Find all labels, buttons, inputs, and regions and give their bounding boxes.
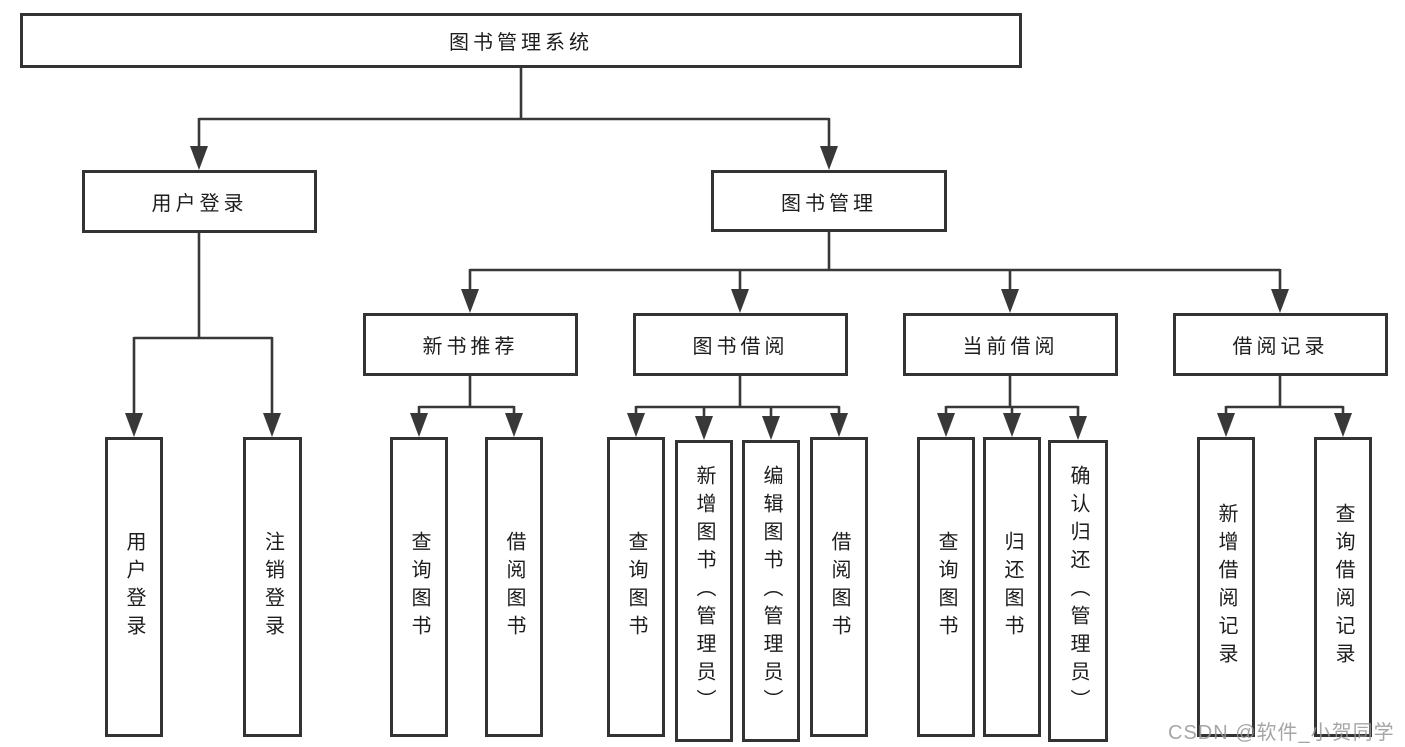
node-label: 新书推荐 <box>422 336 519 358</box>
leaf-user-login: 用户登录 <box>105 437 163 737</box>
leaf-label: 新增借阅记录 <box>1215 503 1237 671</box>
node-user-login-branch: 用户登录 <box>82 170 317 233</box>
leaf-label: 用户登录 <box>123 531 145 643</box>
node-borrowing-records: 借阅记录 <box>1173 313 1388 376</box>
leaf-label: 确认归还（管理员） <box>1067 465 1089 717</box>
leaf-label: 查询图书 <box>408 531 430 643</box>
node-label: 用户登录 <box>151 193 248 215</box>
leaf-label: 查询借阅记录 <box>1332 503 1354 671</box>
leaf-bb-add-book-admin: 新增图书（管理员） <box>675 440 733 742</box>
node-book-management: 图书管理 <box>711 170 947 232</box>
node-label: 借阅记录 <box>1232 336 1329 358</box>
leaf-cb-confirm-return-admin: 确认归还（管理员） <box>1048 440 1108 742</box>
leaf-label: 注销登录 <box>261 531 284 643</box>
leaf-label: 查询图书 <box>935 531 957 643</box>
leaf-label: 借阅图书 <box>503 531 525 643</box>
node-new-book-recommend: 新书推荐 <box>363 313 578 376</box>
leaf-bb-query-book: 查询图书 <box>607 437 665 737</box>
leaf-bb-edit-book-admin: 编辑图书（管理员） <box>742 440 800 742</box>
node-current-borrowing: 当前借阅 <box>903 313 1118 376</box>
leaf-br-query-borrow-record: 查询借阅记录 <box>1314 437 1372 737</box>
leaf-cb-query-book: 查询图书 <box>917 437 975 737</box>
leaf-nbr-borrow-book: 借阅图书 <box>485 437 543 737</box>
leaf-logout: 注销登录 <box>243 437 302 737</box>
leaf-label: 查询图书 <box>625 531 647 643</box>
leaf-br-add-borrow-record: 新增借阅记录 <box>1197 437 1255 737</box>
leaf-label: 新增图书（管理员） <box>693 465 715 717</box>
node-label: 图书管理 <box>781 192 877 215</box>
leaf-cb-return-book: 归还图书 <box>983 437 1041 737</box>
leaf-bb-borrow-book: 借阅图书 <box>810 437 868 737</box>
leaf-nbr-query-book: 查询图书 <box>390 437 448 737</box>
leaf-label: 归还图书 <box>1001 531 1023 643</box>
leaf-label: 编辑图书（管理员） <box>760 465 782 717</box>
node-book-borrowing: 图书借阅 <box>633 313 848 376</box>
leaf-label: 借阅图书 <box>828 531 850 643</box>
node-library-management-system: 图书管理系统 <box>20 13 1022 68</box>
node-label: 图书借阅 <box>692 336 789 358</box>
csdn-watermark: CSDN @软件_小贺同学 <box>1168 722 1395 744</box>
node-label: 图书管理系统 <box>449 32 593 54</box>
node-label: 当前借阅 <box>962 336 1059 358</box>
